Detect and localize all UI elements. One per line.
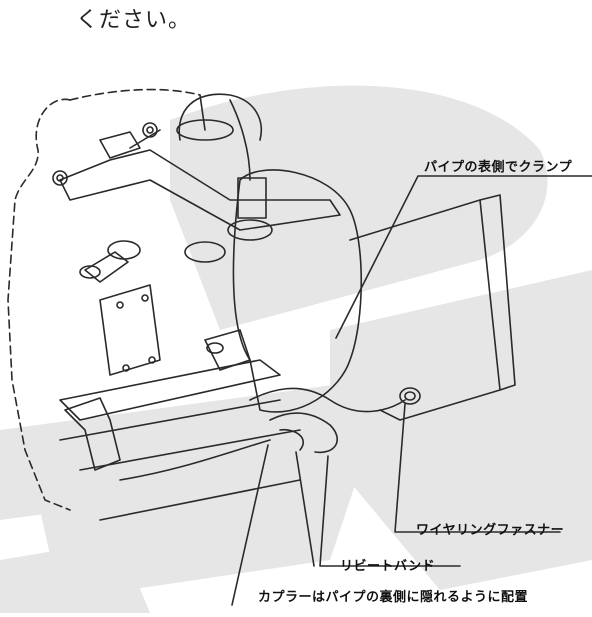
leader-fastener (394, 403, 561, 533)
leader-rebate-a (295, 451, 315, 567)
leader-coupler (231, 444, 269, 606)
callout-pipe-clamp: パイプの表側でクランプ (424, 160, 573, 175)
leader-rebate-b (319, 455, 461, 567)
callout-coupler-note: カプラーはパイプの裏側に隠れるように配置 (258, 590, 529, 605)
watermark-logo (0, 85, 592, 613)
callout-rebate-band: リビートバンド (340, 559, 436, 574)
callout-wiring-fastener: ワイヤリングファスナー (416, 523, 565, 538)
instruction-text: ください。 (76, 8, 192, 33)
leader-clamp (335, 175, 592, 339)
dashed-boundary (7, 98, 71, 511)
